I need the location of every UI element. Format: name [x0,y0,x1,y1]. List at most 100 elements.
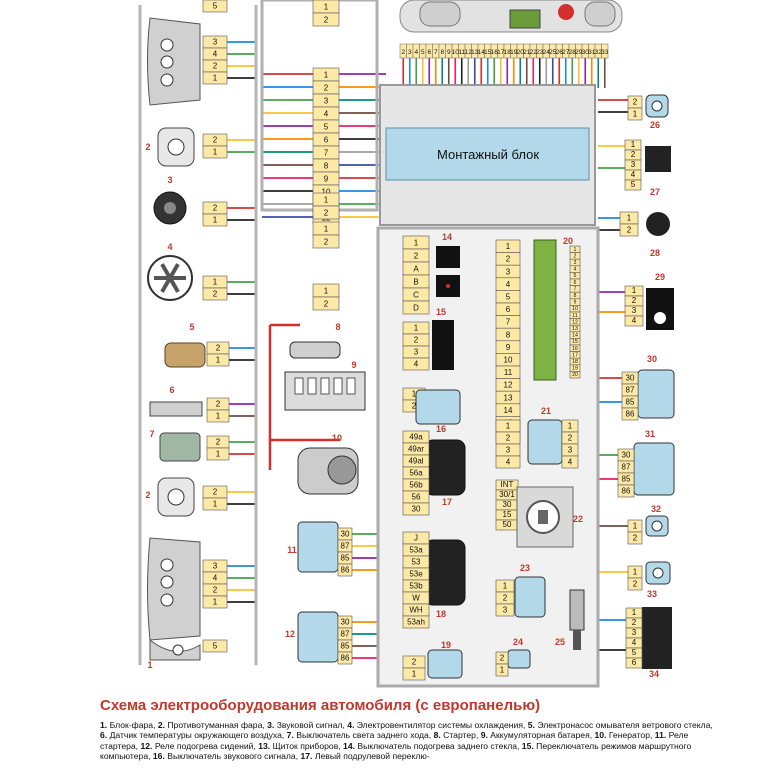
pin-label: 6 [324,135,329,144]
pin-label: 16 [491,49,499,56]
pin-label: 2 [503,594,508,603]
legend-text: Электровентилятор системы охлаждения, [356,720,528,730]
pin-label: 2 [414,336,419,345]
pin-label: 2 [213,290,218,299]
pin-cell [619,223,639,237]
pin-label: 2 [633,534,638,543]
battery-cell [333,377,343,395]
mount-block [385,127,590,181]
legend-number: 5. [527,720,538,730]
component-number: 24 [513,637,523,647]
pin-label: 30 [412,505,421,514]
pin-label: 2 [632,296,637,305]
pin-label: 1 [633,522,638,531]
pin-label: 13 [572,326,578,332]
relay-31 [633,442,675,496]
pin-label: 11 [504,368,513,377]
pin-label: 53b [409,582,423,591]
pin-label: 56 [412,493,421,502]
lamp-icon [160,593,174,607]
legend-number: 2. [157,720,168,730]
pin-label: C [413,290,419,299]
component-number: 25 [555,637,565,647]
pin-label: 3 [324,96,329,105]
pin-label: 4 [213,50,218,59]
diagram-legend: 1. Блок-фара, 2. Противотуманная фара, 3… [100,720,720,762]
pin-cell [569,371,581,379]
component-number: 2 [145,142,150,152]
pin-cell [202,497,228,511]
pin-label: 49a [409,433,423,442]
pin-label: 2 [213,488,218,497]
pin-label: 7 [574,286,577,292]
pin-label: INT [501,480,514,489]
legend-text: Электронасос омывателя ветрового стекла, [537,720,713,730]
sensor-24 [507,649,531,669]
pin-label: 2 [568,434,573,443]
connector-2-top: 21 [202,133,228,159]
pin-cell [206,409,230,423]
pin-label: 2 [633,580,638,589]
pin-label: 30 [341,618,350,627]
pin-label: 23 [536,49,544,56]
pin-label: 3 [506,267,511,276]
pin-label: 3 [631,160,636,169]
lamp-icon [160,55,174,69]
pin-label: 85 [626,398,635,407]
pin-label: 1 [216,356,221,365]
headlight-top [147,17,201,106]
pin-label: 1 [213,74,218,83]
pin-label: 1 [574,247,577,253]
pin-label: 1 [324,70,329,79]
legend-text: Датчик температуры окружающего воздуха, [109,730,287,741]
fan-icon [654,312,666,324]
pin-label: 2 [324,83,329,92]
pin-label: 27 [562,49,570,56]
pin-label: 9 [506,343,511,352]
pin-label: 2 [213,204,218,213]
pin-label: 7 [434,49,438,56]
connector-1-bottom-b: 5 [202,639,228,653]
legend-text: Блок-фара, [109,720,158,730]
pin-label: 5 [421,49,425,56]
pin-label: 2 [633,98,638,107]
pin-label: 5 [632,648,637,657]
pin-label: 1 [213,598,218,607]
key-slot [538,510,548,524]
pin-cell [202,213,228,227]
pin-cell [617,484,635,498]
pin-cell [561,455,579,469]
pin-label: 14 [478,49,486,56]
pin-cell [312,234,340,249]
legend-number: 15. [521,740,537,751]
relay-23 [514,576,546,618]
pin-label: 49ar [408,445,424,454]
legend-number: 16. [152,751,168,762]
pin-label: 2 [414,251,419,260]
pin-label: 8 [506,330,511,339]
pin-cell [624,315,644,327]
pin-label: 11 [572,313,578,319]
pin-label: 7 [324,148,329,157]
indicator-led [446,284,450,288]
battery-cell [346,377,356,395]
pin-cell [625,657,643,669]
pin-label: 13 [504,393,513,402]
pin-label: 9 [574,300,577,306]
components-layer: 1234567891011121212121234215212112212121… [138,0,675,688]
pin-label: 21 [523,49,531,56]
pin-label: 2 [632,618,637,627]
pin-label: 17 [497,49,505,56]
pin-label: 2 [213,136,218,145]
connector-5: 21 [206,341,230,367]
starter [289,341,341,359]
pin-label: 16 [572,346,578,352]
